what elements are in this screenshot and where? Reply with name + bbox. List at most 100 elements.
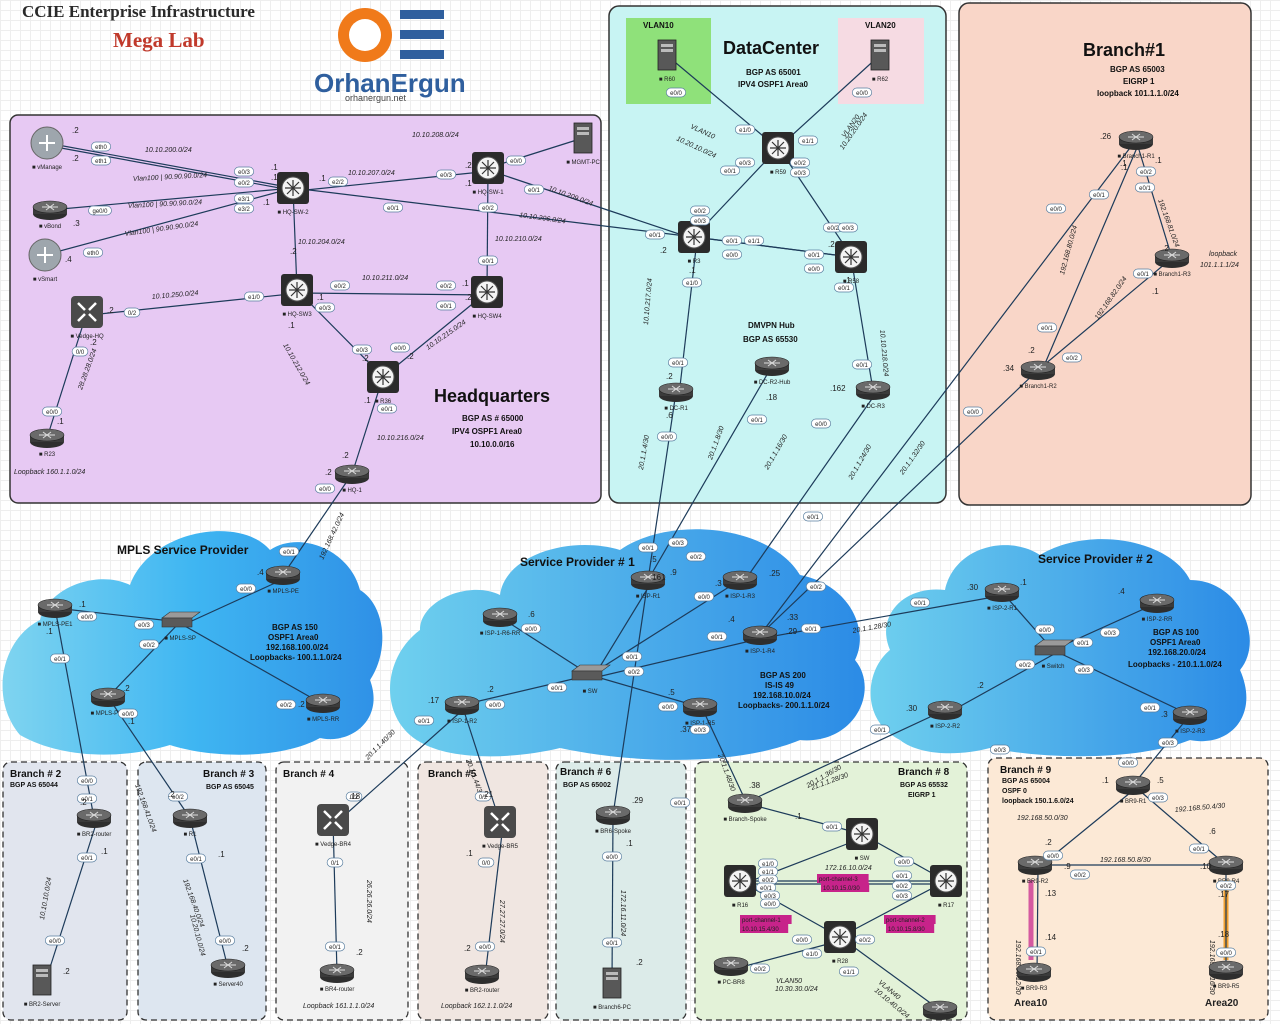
interface-tag: e0/1 (601, 937, 623, 948)
device-r17[interactable]: ■ R17 (930, 865, 962, 909)
svg-text:e0/1: e0/1 (190, 857, 202, 863)
device-br8-pc2[interactable] (922, 1000, 958, 1020)
device-switch[interactable]: ■ Switch (1034, 639, 1074, 670)
device-dc-r2-hub[interactable]: ■ DC-R2-Hub (754, 356, 791, 386)
host-address: .2 (1028, 346, 1035, 355)
device-r58[interactable]: ■ R58 (835, 241, 867, 285)
device-branch1-r1[interactable]: ■ Branch1-R1 (1117, 130, 1155, 160)
device-sw[interactable]: ■ SW (571, 664, 611, 695)
device-br4-router[interactable]: ■ BR4-router (320, 963, 355, 993)
interface-tag: 0/1 (326, 857, 344, 868)
branch1-info-3: loopback 101.1.1.0/24 (1097, 89, 1179, 98)
interface-tag: e0/3 (1073, 664, 1095, 675)
link-hq-sw3-hq-sw4 (299, 292, 491, 296)
device-isp-2-r1[interactable]: ■ ISP-2-R1 (984, 582, 1020, 612)
router-arrows (454, 698, 470, 706)
device-vedge-br4[interactable]: ■ Vedge-BR4 (315, 804, 352, 848)
headquarters-info-1: BGP AS # 65000 (462, 414, 524, 423)
device-r23[interactable]: ■ R23 (29, 428, 65, 458)
link-branch1-r1-branch1-r2 (1040, 142, 1140, 374)
device-isp-r1[interactable]: ■ ISP-R1 (630, 570, 666, 600)
device-label: ■ R17 (938, 903, 955, 909)
interface-tag: e0/0 (1042, 850, 1064, 861)
device-r3[interactable]: ■ R3 (678, 221, 710, 265)
device-branch1-r2[interactable]: ■ Branch1-R2 (1019, 360, 1057, 390)
device-dc-r1[interactable]: ■ DC-R1 (658, 382, 694, 412)
device-isp-2-r3[interactable]: ■ ISP-2-R3 (1172, 705, 1208, 735)
interface-tag: e0/0 (601, 851, 623, 862)
link-hq-sw-2-r3 (292, 187, 695, 238)
link-isp-1-r3-sw (589, 579, 741, 676)
device-isp-1-r3[interactable]: ■ ISP-1-R3 (722, 570, 758, 600)
interface-tag: e1/1 (797, 135, 819, 146)
device-hq-sw4[interactable]: ■ HQ-SW4 (471, 276, 503, 320)
interface-tag: e1/1 (838, 966, 860, 977)
interface-tag: e0/0 (76, 611, 98, 622)
device-pc-br8[interactable]: ■ PC-BR8 (713, 956, 749, 986)
device-hq-1[interactable]: ■ HQ-1 (334, 464, 370, 494)
svg-text:e0/0: e0/0 (815, 422, 827, 428)
host-address: .1 (317, 293, 324, 302)
device-isp-1-r4[interactable]: ■ ISP-1-R4 (742, 625, 778, 655)
device-hq-sw3[interactable]: ■ HQ-SW3 (281, 274, 313, 318)
host-address: .1 (465, 179, 472, 188)
device-sw8[interactable]: ■ SW (846, 818, 878, 862)
svg-text:e0/2: e0/2 (1066, 356, 1078, 362)
device-server40[interactable]: ■ Server40 (210, 958, 246, 988)
device-mgmt-pc[interactable]: ■ MGMT-PC (566, 122, 600, 166)
host-address: .2 (242, 944, 249, 953)
device-isp-1-r5[interactable]: ■ ISP-1-R5 (682, 697, 718, 727)
device-br5-router[interactable]: ■ BR2-router (465, 964, 500, 994)
device-br9-r2[interactable]: ■ BR9-R2 (1017, 855, 1053, 885)
device-r59[interactable]: ■ R59 (762, 132, 794, 176)
device-mpls-pe2[interactable]: ■ MPLS-PE2 (91, 687, 127, 717)
host-address: .2 (107, 306, 114, 315)
device-vsmart[interactable]: ■ vSmart (28, 238, 62, 283)
interface-tag: e0/2 (477, 202, 499, 213)
svg-text:eth1: eth1 (95, 159, 107, 165)
device-hq-sw-1[interactable]: ■ HQ-SW-1 (472, 152, 504, 196)
device-isp-2-rr[interactable]: ■ ISP-2-RR (1139, 593, 1175, 623)
device-br9-r1[interactable]: ■ BR9-R1 (1115, 775, 1151, 805)
device-br2-router[interactable]: ■ BR2-router (77, 808, 112, 838)
sp2-info-1: BGP AS 100 (1153, 628, 1199, 637)
device-vbond[interactable]: ■ vBond (32, 200, 68, 230)
device-mpls-pe1[interactable]: ■ MPLS-PE1 (38, 598, 74, 628)
device-dc-r3[interactable]: ■ DC-R3 (855, 380, 891, 410)
device-isp-1-r2[interactable]: ■ ISP-1-R2 (444, 695, 480, 725)
device-vedge-hq[interactable]: ■ Vedge-HQ (70, 296, 104, 340)
l3-switch-arrows (832, 929, 848, 945)
device-hq-sw-2[interactable]: ■ HQ-SW-2 (277, 172, 309, 216)
device-br2-server[interactable]: ■ BR2-Server (24, 964, 61, 1008)
device-r62[interactable]: ■ R62 (870, 39, 890, 83)
device-r60[interactable]: ■ R60 (657, 39, 677, 83)
branch6-info: BGP AS 65002 (563, 782, 611, 789)
device-r36[interactable]: ■ R36 (367, 361, 399, 405)
device-mpls-rr[interactable]: ■ MPLS-RR (305, 693, 341, 723)
link-r3-dc-r1 (678, 239, 698, 396)
device-branch-spoke[interactable]: ■ Branch-Spoke (723, 793, 767, 823)
device-isp-1-r6-rr[interactable]: ■ ISP-1-R6-RR (480, 607, 521, 637)
device-r28[interactable]: ■ R28 (824, 921, 856, 965)
device-r1[interactable]: ■ R1 (172, 808, 208, 838)
device-branch6-pc[interactable]: ■ Branch6-PC (593, 967, 632, 1011)
device-vedge-br5[interactable]: ■ Vedge-BR5 (482, 806, 519, 850)
device-branch1-r3[interactable]: ■ Branch1-R3 (1153, 248, 1191, 278)
host-address: .1 (466, 849, 473, 858)
device-isp-2-r2[interactable]: ■ ISP-2-R2 (927, 700, 963, 730)
device-mpls-pe[interactable]: ■ MPLS-PE (265, 565, 301, 595)
device-mpls-sp[interactable]: ■ MPLS-SP (161, 611, 201, 642)
device-vmanage[interactable]: ■ vManage (30, 126, 64, 171)
interface-tag: e0/0 (505, 155, 527, 166)
device-br9-r5[interactable]: ■ BR9-R5 (1208, 960, 1244, 990)
interface-tag: e2/2 (327, 176, 349, 187)
l2-switch-body (161, 617, 193, 628)
device-r16[interactable]: ■ R16 (724, 865, 756, 909)
network-label: 192.168.50.8/30 (1100, 857, 1151, 864)
svg-text:0/2: 0/2 (128, 311, 137, 317)
branch3-title: Branch # 3 (203, 769, 255, 780)
interface-tag: e0/0 (484, 699, 506, 710)
device-br6-spoke[interactable]: ■ BR6-Spoke (595, 805, 632, 835)
router-arrows (344, 467, 360, 475)
device-br9-r3[interactable]: ■ BR9-R3 (1016, 962, 1052, 992)
